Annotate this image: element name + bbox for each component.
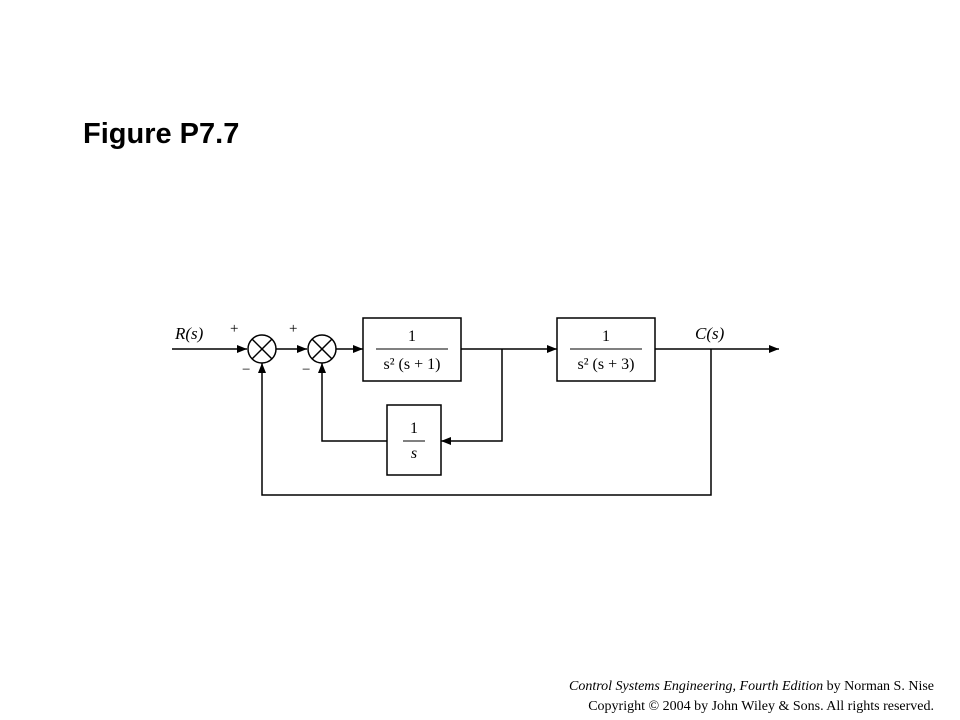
summing-junction-1	[247, 334, 277, 364]
figure-title: Figure P7.7	[83, 118, 240, 150]
g1-denominator: s² (s + 1)	[384, 356, 441, 373]
sum1-plus-sign: +	[230, 321, 238, 337]
output-label: C(s)	[695, 324, 725, 343]
sum2-plus-sign: +	[289, 321, 297, 337]
h-numerator: 1	[410, 420, 418, 437]
g1-numerator: 1	[408, 328, 416, 345]
input-label: R(s)	[174, 324, 204, 343]
inner-feedback-takeoff	[441, 349, 503, 445]
copyright-line: Copyright © 2004 by John Wiley & Sons. A…	[588, 699, 934, 714]
book-author: by Norman S. Nise	[823, 679, 934, 694]
inner-feedback-return	[318, 363, 387, 442]
h-denominator: s	[411, 445, 417, 462]
block-g1: 1 s² (s + 1)	[362, 317, 462, 382]
block-h: 1 s	[386, 404, 442, 476]
g2-numerator: 1	[602, 328, 610, 345]
copyright-credit: Control Systems Engineering, Fourth Edit…	[569, 677, 934, 717]
outer-feedback-path	[258, 349, 712, 496]
g2-denominator: s² (s + 3)	[578, 356, 635, 373]
book-title: Control Systems Engineering, Fourth Edit…	[568, 679, 824, 694]
block-g2: 1 s² (s + 3)	[556, 317, 656, 382]
book-credit-line: Control Systems Engineering, Fourth Edit…	[569, 677, 934, 697]
summing-junction-2	[307, 334, 337, 364]
sum2-minus-sign: −	[302, 362, 310, 378]
sum1-minus-sign: −	[242, 362, 250, 378]
